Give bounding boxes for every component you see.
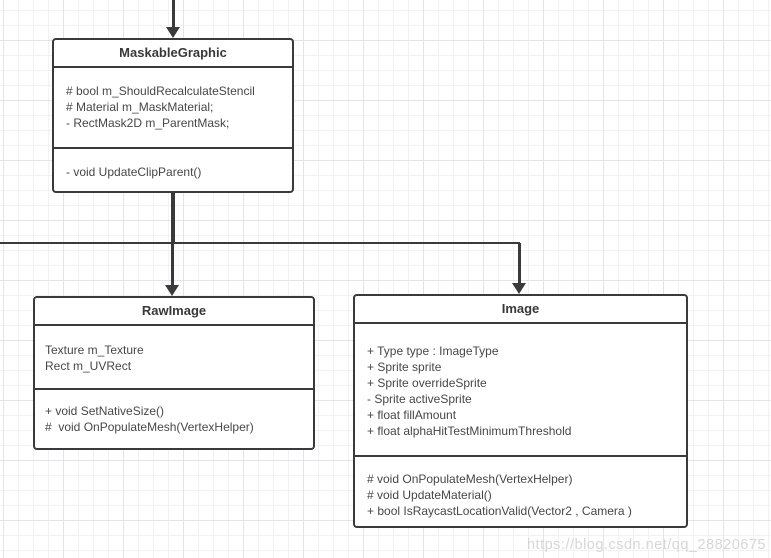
field-line: + Sprite sprite <box>367 360 442 374</box>
field-line: + float alphaHitTestMinimumThreshold <box>367 424 572 438</box>
field-line: # bool m_ShouldRecalculateStencil <box>66 84 255 98</box>
class-title: MaskableGraphic <box>54 40 292 68</box>
method-line: # void UpdateMaterial() <box>367 488 492 502</box>
edge-maskablegraphic-stem <box>171 192 175 243</box>
class-title: Image <box>355 296 686 324</box>
field-line: Rect m_UVRect <box>45 359 132 373</box>
field-line: + float fillAmount <box>367 408 457 422</box>
field-line: - Sprite activeSprite <box>367 392 472 406</box>
class-node-maskablegraphic[interactable]: MaskableGraphic # bool m_ShouldRecalcula… <box>52 38 294 193</box>
method-line: + void SetNativeSize() <box>45 404 165 418</box>
class-node-rawimage[interactable]: RawImage Texture m_Texture Rect m_UVRect… <box>33 296 315 450</box>
arrowhead-icon <box>512 283 526 294</box>
method-line: - void UpdateClipParent() <box>66 165 202 179</box>
class-title: RawImage <box>35 298 313 326</box>
method-line: # void OnPopulateMesh(VertexHelper) <box>367 472 573 486</box>
field-line: # Material m_MaskMaterial; <box>66 100 214 114</box>
fields-compartment: # bool m_ShouldRecalculateStencil # Mate… <box>54 68 292 147</box>
edge-to-image <box>518 243 521 284</box>
method-line: + bool IsRaycastLocationValid(Vector2 , … <box>367 504 632 518</box>
edge-top-to-maskablegraphic <box>172 0 175 29</box>
fields-compartment: + Type type : ImageType + Sprite sprite … <box>355 324 686 455</box>
field-line: - RectMask2D m_ParentMask; <box>66 116 230 130</box>
methods-compartment: - void UpdateClipParent() <box>54 147 292 191</box>
field-line: + Sprite overrideSprite <box>367 376 487 390</box>
methods-compartment: + void SetNativeSize() # void OnPopulate… <box>35 388 313 448</box>
fields-compartment: Texture m_Texture Rect m_UVRect <box>35 326 313 388</box>
method-line: # void OnPopulateMesh(VertexHelper) <box>45 420 254 434</box>
methods-compartment: # void OnPopulateMesh(VertexHelper) # vo… <box>355 455 686 526</box>
class-node-image[interactable]: Image + Type type : ImageType + Sprite s… <box>353 294 688 528</box>
edge-to-rawimage <box>171 243 174 287</box>
edge-horizontal-bus <box>0 242 520 244</box>
field-line: + Type type : ImageType <box>367 344 499 358</box>
watermark-url: https://blog.csdn.net/qq_28820675 <box>526 537 766 553</box>
field-line: Texture m_Texture <box>45 343 144 357</box>
arrowhead-icon <box>165 285 179 296</box>
arrowhead-icon <box>166 27 180 38</box>
